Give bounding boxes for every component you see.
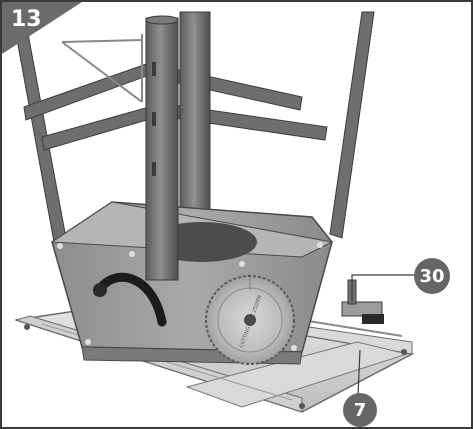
callout-label: 30 xyxy=(419,265,445,287)
callout-label: 7 xyxy=(353,399,367,421)
callout-circle-7: 7 xyxy=(343,393,377,427)
leader-lines xyxy=(351,274,414,397)
front-column xyxy=(145,17,179,281)
rail-clamp xyxy=(341,279,384,324)
callout-circle-30: 30 xyxy=(414,258,450,294)
wire-hanger xyxy=(61,34,143,103)
step-number: 13 xyxy=(11,7,42,32)
saw-blade xyxy=(205,275,295,365)
